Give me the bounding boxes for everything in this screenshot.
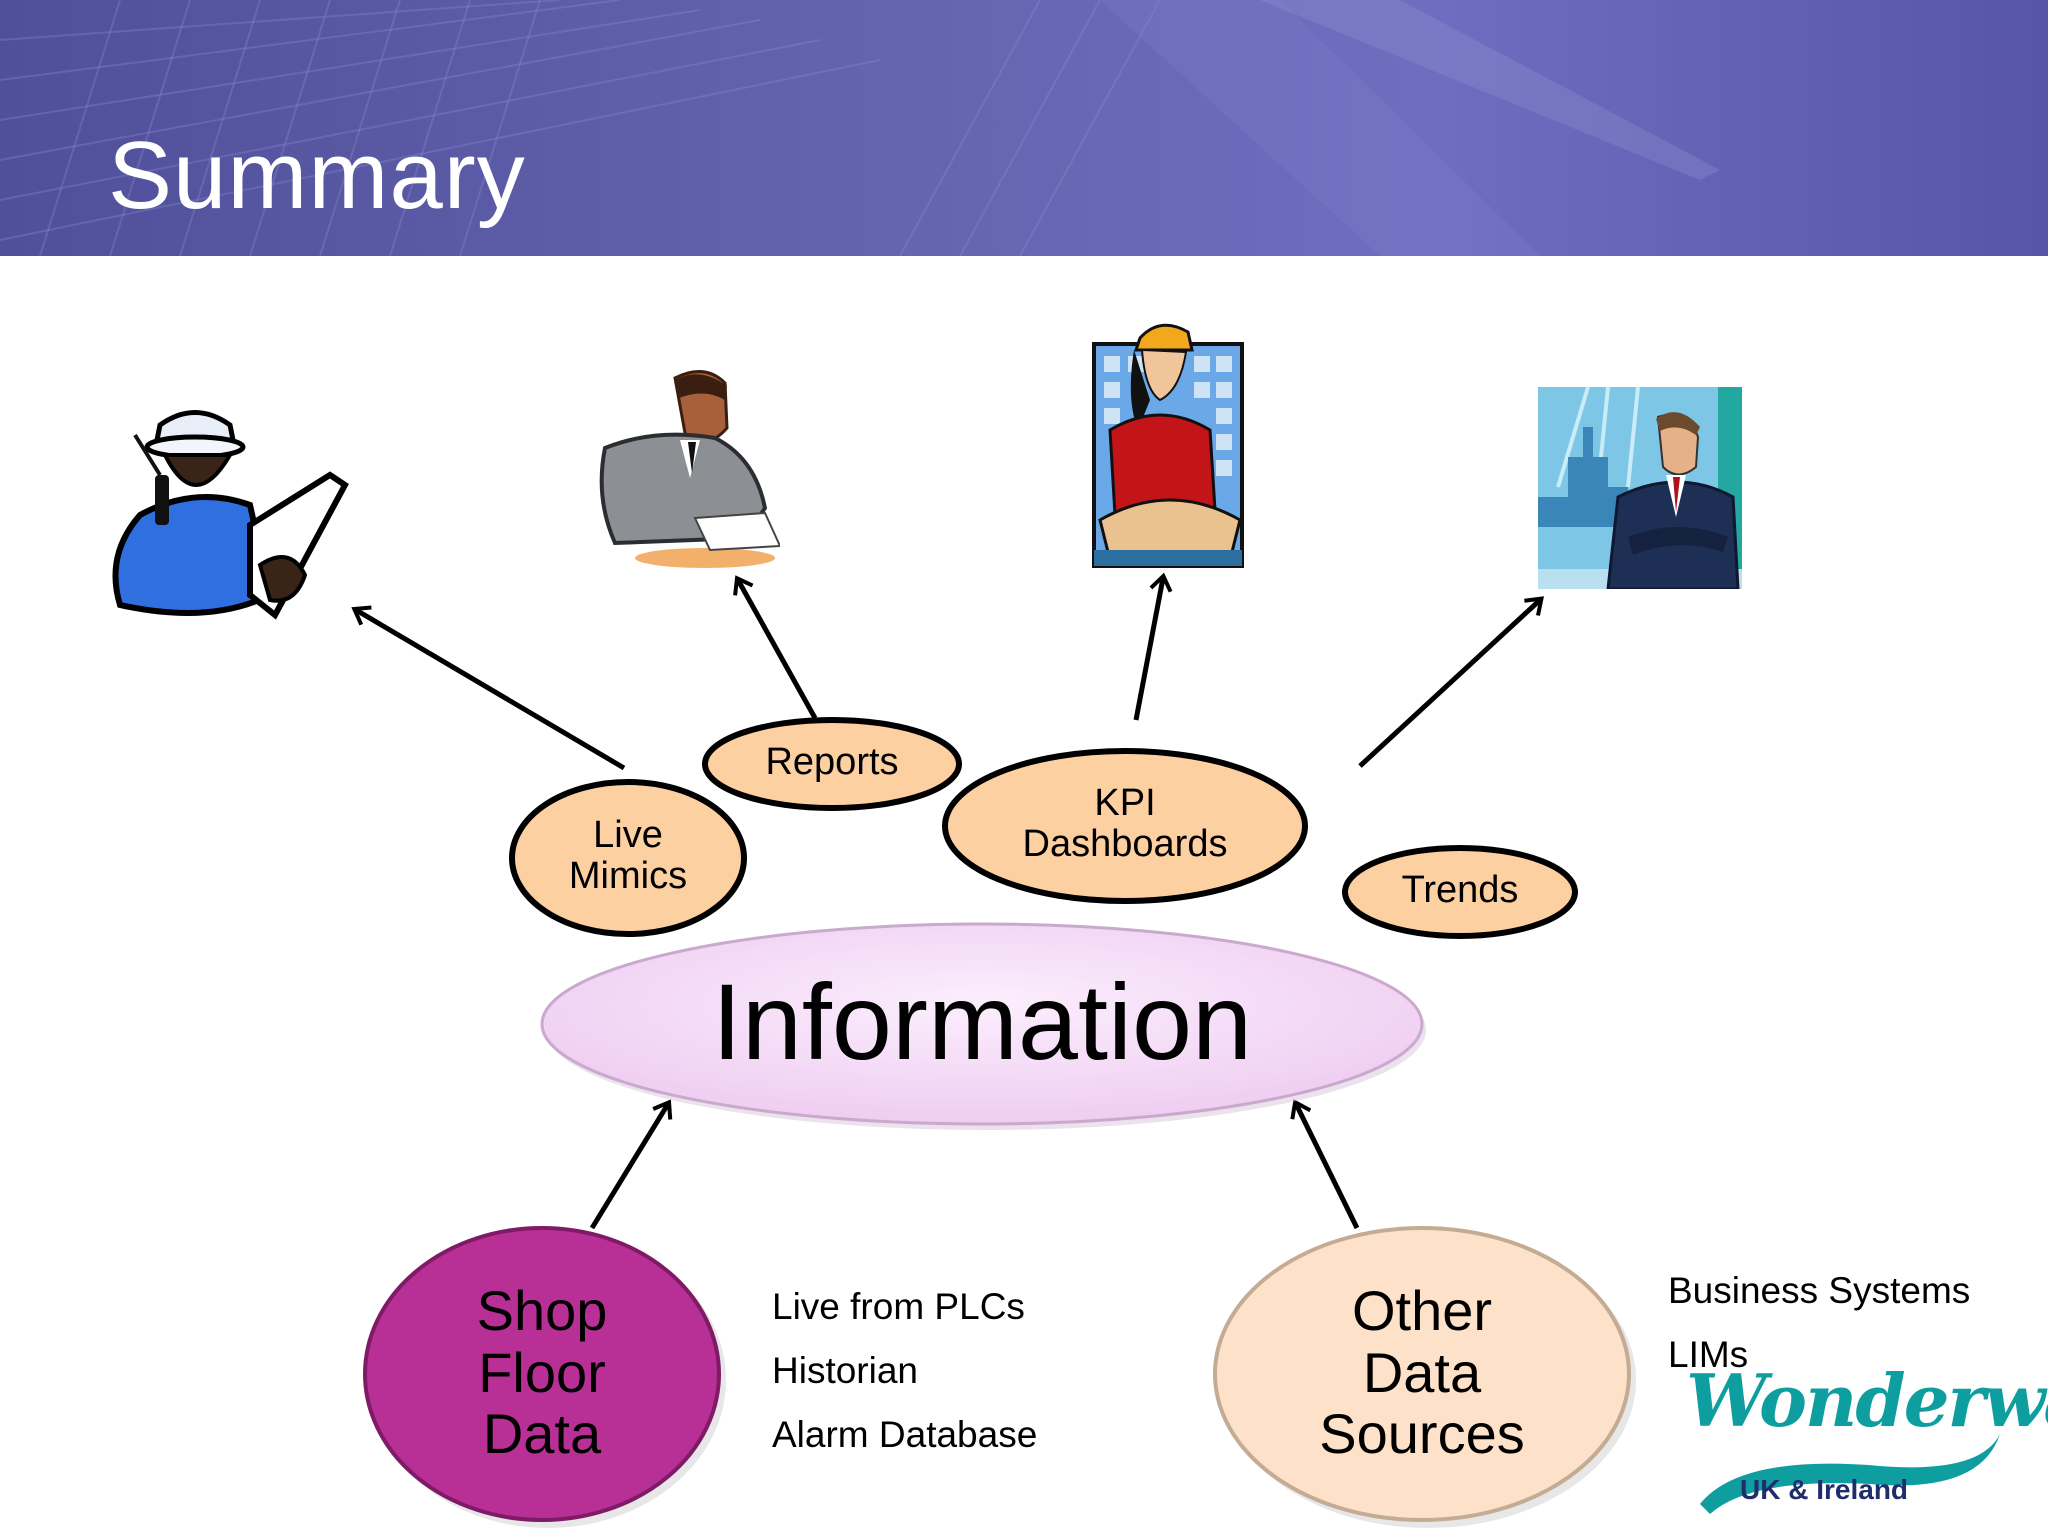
kpi-dashboards-oval bbox=[942, 748, 1308, 904]
other-data-label: Other Data Sources bbox=[1319, 1279, 1525, 1466]
other-data-detail-business-systems: Business Systems bbox=[1668, 1270, 1971, 1311]
trends-label: Trends bbox=[1401, 869, 1519, 911]
reports-label: Reports bbox=[765, 741, 899, 783]
live-mimics-oval bbox=[509, 779, 747, 937]
arrow-live-mimics-to-engineer bbox=[351, 605, 626, 771]
arrow-trends-to-executive bbox=[1358, 596, 1544, 768]
kpi-dashboards-label: KPI Dashboards bbox=[1022, 782, 1228, 866]
shop-floor-circle bbox=[363, 1226, 721, 1522]
header-band: Summary bbox=[0, 0, 2048, 256]
logo-swoosh bbox=[1700, 1434, 2000, 1514]
trends-oval bbox=[1342, 845, 1578, 939]
executive-icon bbox=[1538, 387, 1742, 589]
logo-wordmark: Wonderware bbox=[1686, 1358, 2048, 1443]
engineer-with-blueprints-icon bbox=[1092, 323, 1244, 568]
other-data-detail-lims: LIMs bbox=[1668, 1334, 1749, 1375]
information-ellipse bbox=[540, 922, 1424, 1126]
manager-on-phone-icon bbox=[599, 370, 780, 568]
arrow-other-data-to-information bbox=[1290, 1099, 1360, 1230]
slide-title: Summary bbox=[108, 122, 526, 229]
wonderware-logo: Wonderware UK & Ireland bbox=[1680, 1354, 2048, 1514]
arrow-kpi-to-blueprints bbox=[1133, 572, 1173, 721]
shop-floor-label: Shop Floor Data bbox=[476, 1279, 608, 1466]
arrow-shop-floor-to-information bbox=[589, 1099, 673, 1230]
shop-floor-detail-alarm-database: Alarm Database bbox=[772, 1414, 1038, 1455]
information-label: Information bbox=[711, 961, 1253, 1082]
shop-floor-detail-historian: Historian bbox=[772, 1350, 918, 1391]
logo-subtitle: UK & Ireland bbox=[1740, 1474, 1909, 1505]
live-mimics-label: Live Mimics bbox=[568, 814, 688, 898]
reports-oval bbox=[702, 717, 962, 811]
arrow-reports-to-manager bbox=[733, 575, 818, 720]
other-data-circle bbox=[1213, 1226, 1631, 1522]
shop-floor-detail-plcs: Live from PLCs bbox=[772, 1286, 1025, 1327]
field-engineer-icon bbox=[112, 410, 349, 620]
header-building-pattern bbox=[0, 0, 1720, 256]
